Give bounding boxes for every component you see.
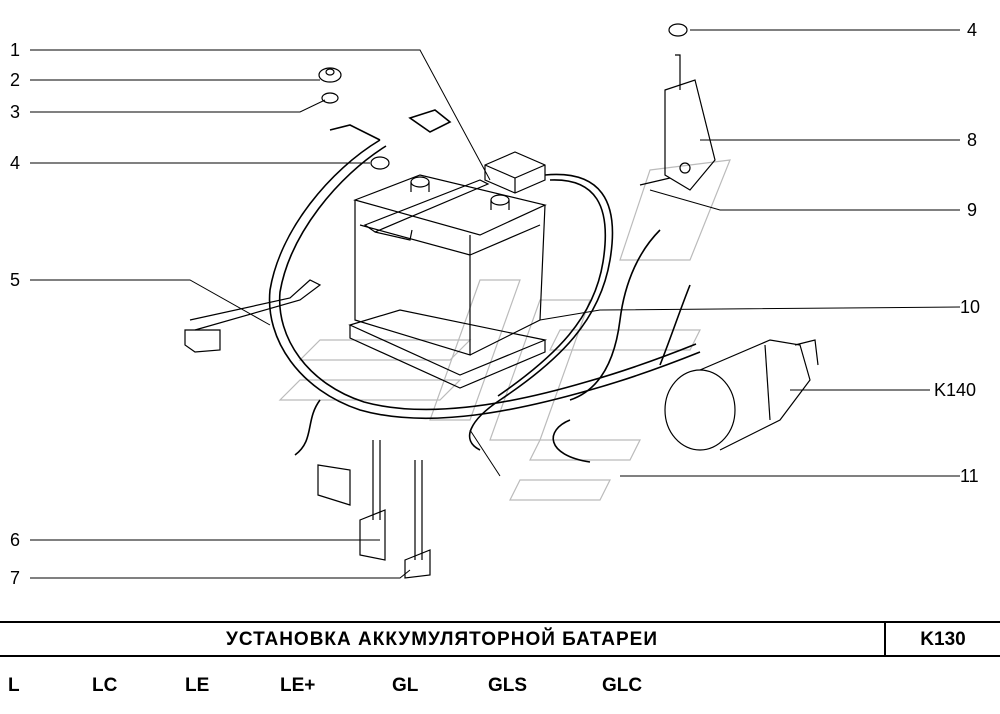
callout-4-left: 4 (10, 153, 21, 173)
battery (353, 174, 547, 356)
battery-tray (348, 309, 548, 389)
page-title: УСТАНОВКА АККУМУЛЯТОРНОЙ БАТАРЕИ (226, 629, 658, 650)
title-divider (884, 623, 886, 655)
exploded-parts-diagram (30, 23, 961, 579)
terminal-cover (484, 151, 546, 194)
callout-8: 8 (967, 130, 978, 150)
callout-4-right: 4 (967, 20, 978, 40)
section-code: K130 (920, 629, 966, 650)
cables (268, 109, 701, 463)
callout-7: 7 (10, 568, 21, 588)
callout-5: 5 (10, 270, 21, 290)
ground-strap (184, 279, 322, 353)
leader-lines (30, 29, 961, 579)
clamp-studs (317, 440, 431, 579)
variant-le: LE (185, 675, 210, 696)
callout-3: 3 (10, 102, 21, 122)
callout-9: 9 (967, 200, 978, 220)
variant-l: L (8, 675, 20, 696)
starter-motor (664, 339, 819, 451)
variant-gls: GLS (488, 675, 528, 696)
callout-6: 6 (10, 530, 21, 550)
variant-gl: GL (392, 675, 419, 696)
callout-10: 10 (960, 297, 981, 317)
title-bar: УСТАНОВКА АККУМУЛЯТОРНОЙ БАТАРЕИ K130 (0, 621, 1000, 657)
callout-11: 11 (960, 466, 979, 486)
watermark-logo (278, 159, 731, 501)
nuts (318, 23, 688, 170)
callout-2: 2 (10, 70, 21, 90)
bracket (639, 54, 716, 191)
variant-le-plus: LE+ (280, 675, 316, 696)
variant-lc: LC (92, 675, 118, 696)
callout-k140: K140 (934, 380, 977, 400)
variant-glc: GLC (602, 675, 643, 696)
callout-1: 1 (10, 40, 21, 60)
